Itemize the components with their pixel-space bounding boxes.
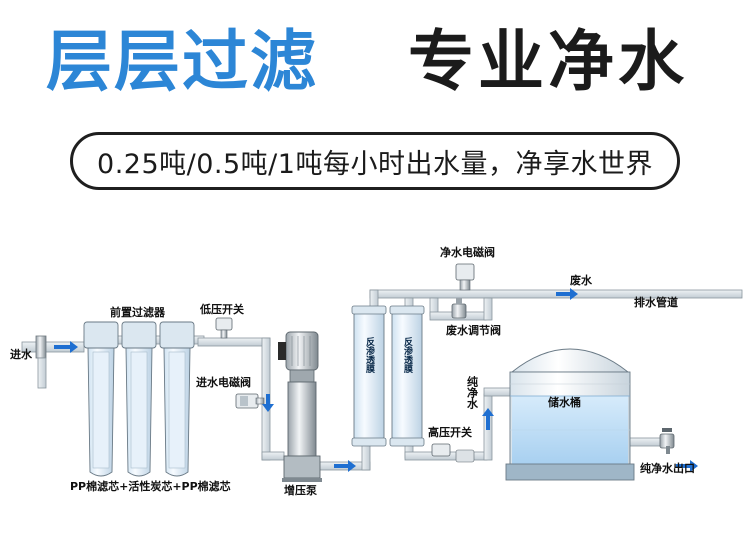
label-storage-tank: 储水桶 [548,395,581,409]
diagram-labels: 进水 前置过滤器 PP棉滤芯+活性炭芯+PP棉滤芯 低压开关 进水电磁阀 增压泵… [10,245,695,497]
ro-membrane-1: 反渗透膜 [351,305,387,447]
flow-arrows [54,288,698,472]
label-pre-filter: 前置过滤器 [110,305,166,319]
label-pure-outlet: 纯净水出口 [640,461,695,475]
filter-housing-1 [83,321,119,477]
pure-solenoid-valve [455,263,475,291]
arrow-pump-out [334,460,356,472]
inlet-fitting [35,335,47,389]
label-booster-pump: 增压泵 [284,483,317,497]
label-inlet: 进水 [10,347,33,361]
label-drain-pipe: 排水管道 [634,295,678,309]
pre-filter-housings [83,321,195,477]
subtitle-pill: 0.25吨/0.5吨/1吨每小时出水量，净享水世界 [70,132,680,190]
hero-banner: 层层过滤 专业净水 [0,0,750,120]
arrow-down-solenoid [262,394,274,412]
label-inlet-solenoid: 进水电磁阀 [196,375,251,389]
label-waste-adjust-valve: 废水调节阀 [446,323,501,337]
filter-housing-3 [159,321,195,477]
label-high-pressure-switch: 高压开关 [428,425,472,439]
membrane-2-label: 反渗透膜 [402,336,414,374]
subtitle-text: 0.25吨/0.5吨/1吨每小时出水量，净享水世界 [97,148,653,180]
headline-blue: 层层过滤 [46,23,318,100]
storage-tank [505,348,635,481]
high-pressure-switch [431,443,475,463]
ro-membrane-2: 反渗透膜 [389,305,425,447]
inlet-solenoid-valve [235,393,265,409]
arrow-inlet [54,341,78,353]
label-pure-solenoid: 净水电磁阀 [440,245,495,259]
waste-adjust-valve [451,298,467,319]
headline-black: 专业净水 [408,23,688,100]
booster-pump [278,331,322,482]
label-pure-water: 纯净水 [466,375,479,410]
label-filter-cartridges: PP棉滤芯+活性炭芯+PP棉滤芯 [70,479,231,493]
label-low-pressure-switch: 低压开关 [199,302,244,316]
outlet-faucet [659,428,675,454]
low-pressure-switch [215,317,233,339]
arrow-pure-up [482,408,494,430]
label-waste-water: 废水 [570,273,593,287]
membrane-1-label: 反渗透膜 [364,336,376,374]
arrow-waste [556,288,578,300]
arrow-outlet [676,460,698,472]
filter-housing-2 [121,321,157,477]
